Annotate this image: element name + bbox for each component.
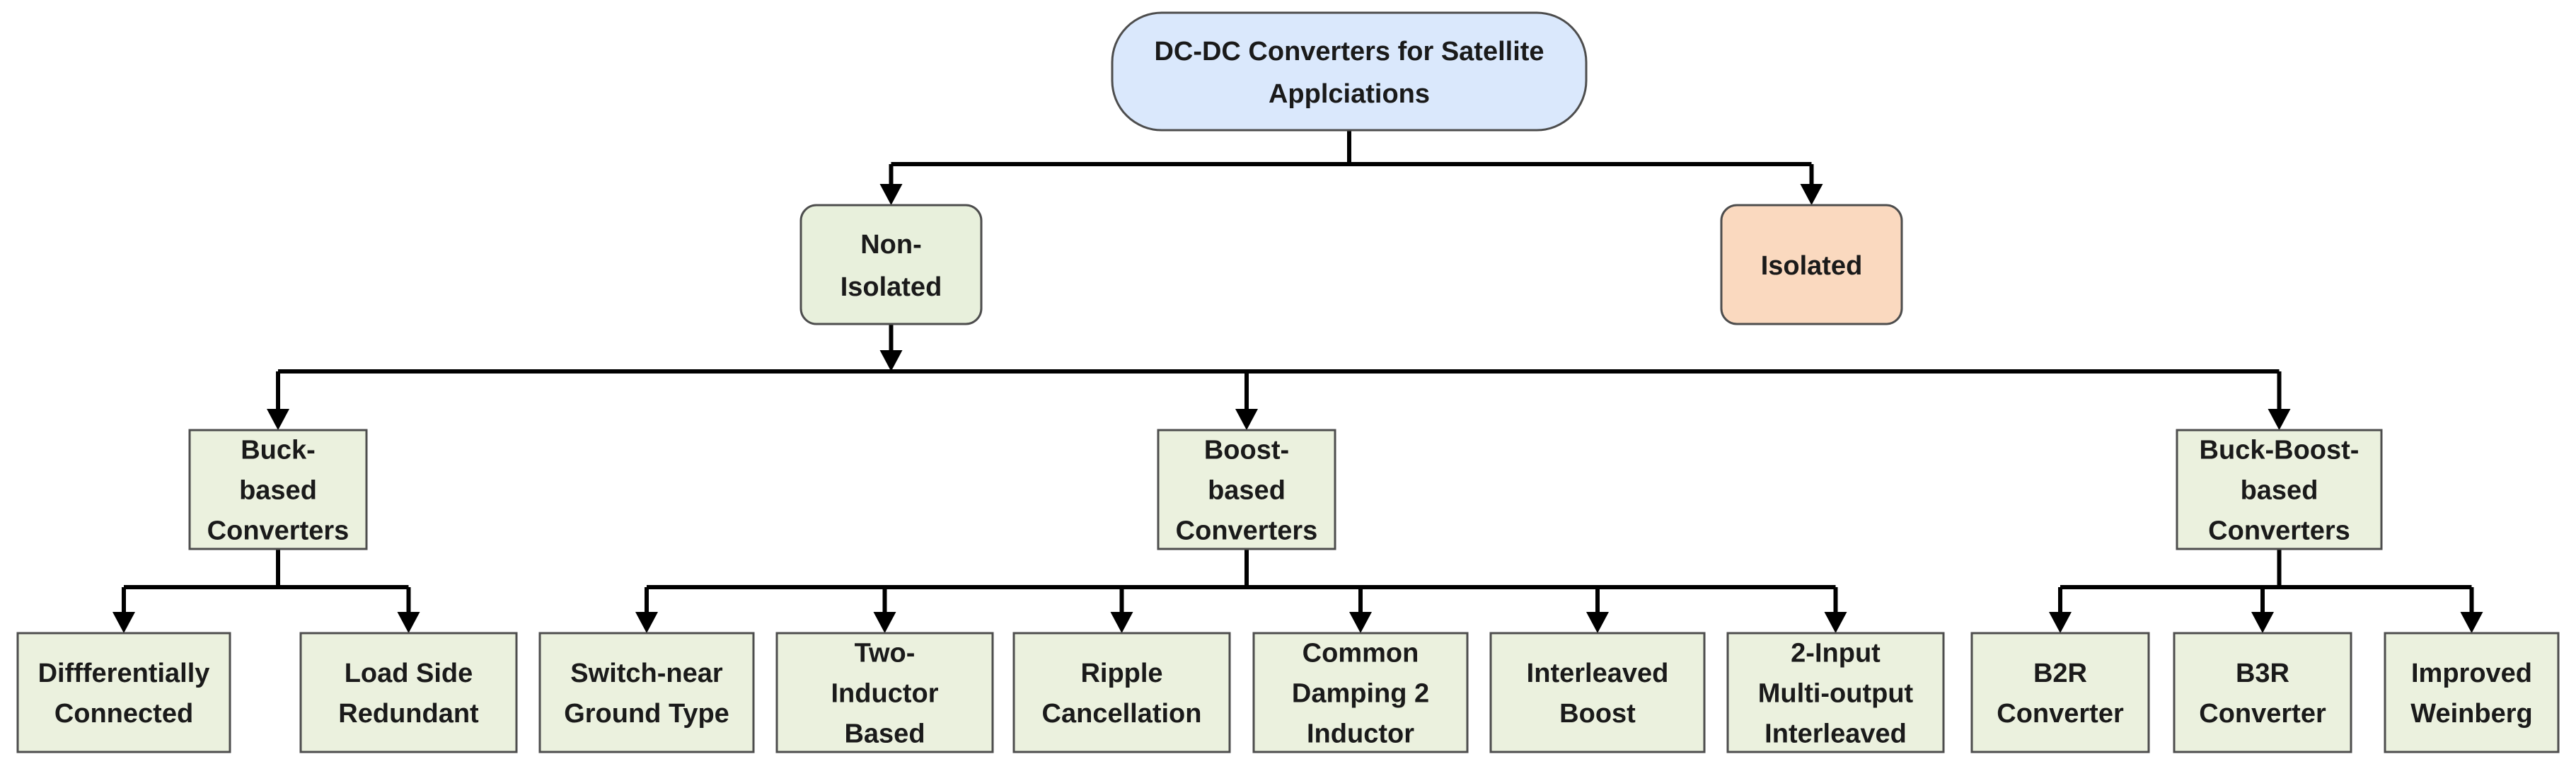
node-switch-near-ground-label-line: Ground Type [564, 699, 729, 729]
node-two-input-multi-output-box [1726, 632, 1945, 753]
node-b2r-converter-label-line: Converter [1997, 699, 2124, 729]
node-load-side-redundant-label-line: Load Side [345, 659, 473, 688]
node-non-isolated-label-line: Non- [860, 230, 922, 260]
node-b3r-converter: B3R Converter [2173, 632, 2352, 753]
node-switch-near-ground-box [538, 632, 755, 753]
node-buck-boost-based-label-line: Buck-Boost- [2200, 435, 2360, 465]
node-layer: DC-DC Converters for SatelliteApplciatio… [16, 11, 2560, 753]
node-b3r-converter-box [2173, 632, 2352, 753]
node-two-inductor-label-line: Inductor [831, 678, 939, 708]
connector-buck-boost-based-arrowhead [2049, 612, 2072, 633]
node-switch-near-ground-label-line: Switch-near [570, 659, 723, 688]
node-b2r-converter: B2R Converter [1970, 632, 2150, 753]
node-non-isolated-label-line: Isolated [841, 272, 942, 302]
root-node-label-line: Applciations [1269, 79, 1430, 109]
connector-buck-boost-based-arrowhead [2251, 612, 2274, 633]
connector-root-arrowhead [1800, 184, 1823, 205]
node-two-input-multi-output-label-line: Interleaved [1764, 719, 1907, 748]
node-isolated: Isolated [1720, 204, 1903, 325]
connector-nonisolated-arrowhead [267, 409, 289, 430]
node-improved-weinberg-label-line: Weinberg [2410, 699, 2532, 729]
node-load-side-redundant-label-line: Redundant [338, 699, 479, 729]
node-b3r-converter-label-line: Converter [2199, 699, 2326, 729]
connector-boost-based-arrowhead [1824, 612, 1847, 633]
node-buck-boost-based-label-line: based [2241, 475, 2318, 505]
node-ripple-cancellation-box [1012, 632, 1231, 753]
node-load-side-redundant-box [299, 632, 518, 753]
node-buck-based-box [188, 429, 368, 550]
node-non-isolated: Non- Isolated [799, 204, 983, 325]
node-buck-based-label-line: based [239, 475, 317, 505]
connector-nonisolated-arrowhead [1235, 409, 1258, 430]
connector-buck-based-arrowhead [112, 612, 135, 633]
node-buck-based-label-line: Converters [207, 516, 350, 545]
root-node-box [1111, 11, 1588, 132]
node-common-damping-label-line: Inductor [1307, 719, 1414, 748]
connector-boost-based-arrowhead [1110, 612, 1133, 633]
node-differentially-connected-box [16, 632, 231, 753]
node-two-inductor-label-line: Based [844, 719, 925, 748]
node-b2r-converter-box [1970, 632, 2150, 753]
root-node-label-line: DC-DC Converters for Satellite [1154, 37, 1544, 66]
node-buck-based-label-line: Buck- [241, 435, 316, 465]
node-b3r-converter-label-line: B3R [2236, 659, 2289, 688]
node-non-isolated-box [799, 204, 983, 325]
node-common-damping-label-line: Damping 2 [1292, 678, 1429, 708]
connector-boost-based-arrowhead [1349, 612, 1372, 633]
node-two-inductor-box [775, 632, 994, 753]
node-common-damping-box [1252, 632, 1469, 753]
node-buck-boost-based-label-line: Converters [2208, 516, 2350, 545]
node-boost-based-box [1157, 429, 1336, 550]
node-isolated-box [1720, 204, 1903, 325]
node-boost-based-label-line: Boost- [1204, 435, 1289, 465]
node-b2r-converter-label-line: B2R [2033, 659, 2087, 688]
root-node: DC-DC Converters for SatelliteApplciatio… [1111, 11, 1588, 132]
node-differentially-connected-label-line: Diffferentially [38, 659, 210, 688]
node-differentially-connected-label-line: Connected [54, 699, 193, 729]
node-boost-based-label-line: based [1208, 475, 1286, 505]
node-interleaved-boost-label-line: Interleaved [1527, 659, 1669, 688]
node-interleaved-boost-box [1489, 632, 1706, 753]
connector-layer [112, 130, 2483, 633]
node-isolated-label-line: Isolated [1761, 251, 1863, 281]
node-buck-boost-based-box [2176, 429, 2383, 550]
connector-boost-based-arrowhead [635, 612, 658, 633]
node-ripple-cancellation-label-line: Cancellation [1042, 699, 1202, 729]
node-two-input-multi-output-label-line: Multi-output [1758, 678, 1914, 708]
connector-buck-based-arrowhead [397, 612, 420, 633]
node-two-inductor-label-line: Two- [855, 638, 916, 668]
node-ripple-cancellation-label-line: Ripple [1080, 659, 1162, 688]
node-common-damping-label-line: Common [1303, 638, 1419, 668]
connector-boost-based-arrowhead [873, 612, 896, 633]
connector-root-arrowhead [879, 184, 903, 205]
connector-nonisolated-arrowhead [2268, 409, 2291, 430]
node-interleaved-boost-label-line: Boost [1559, 699, 1636, 729]
node-improved-weinberg-box [2384, 632, 2560, 753]
connector-buck-boost-based-arrowhead [2460, 612, 2483, 633]
connector-nonisolated-arrowhead [879, 350, 903, 371]
node-two-input-multi-output-label-line: 2-Input [1791, 638, 1881, 668]
node-improved-weinberg-label-line: Improved [2411, 659, 2532, 688]
connector-boost-based-arrowhead [1586, 612, 1609, 633]
node-boost-based-label-line: Converters [1176, 516, 1318, 545]
